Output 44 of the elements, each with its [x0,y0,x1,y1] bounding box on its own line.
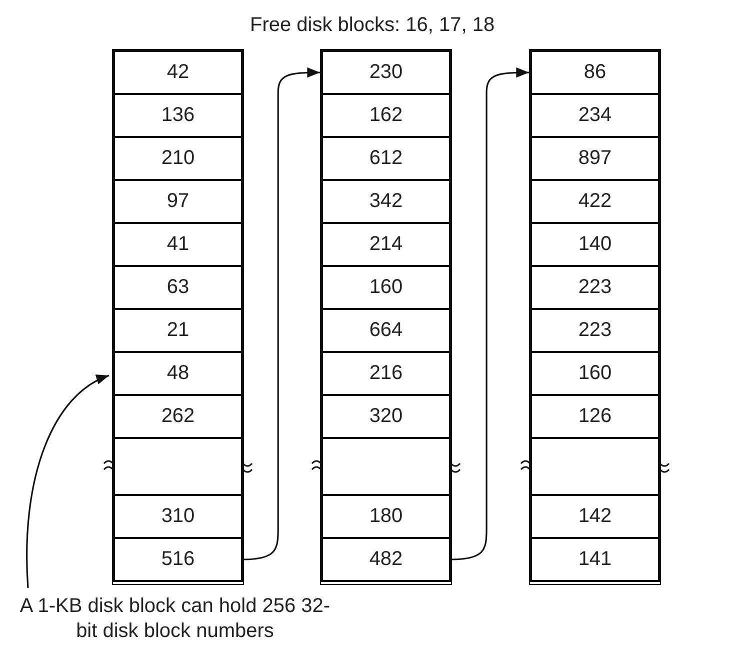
arrow [242,67,320,560]
disk-block-column [113,50,243,584]
omitted-cell [113,437,243,496]
block-number-cell: 21 [113,308,243,353]
block-number-cell: 140 [530,222,660,267]
block-number-cell: 160 [530,351,660,396]
block-number-cell: 48 [113,351,243,396]
block-number-cell: 42 [113,50,243,95]
block-number-cell: 97 [113,179,243,224]
block-number-cell: 342 [321,179,451,224]
arrow [26,374,110,588]
arrow [450,67,529,560]
block-number-cell: 310 [113,494,243,539]
block-number-cell: 86 [530,50,660,95]
disk-block-column [530,50,660,584]
block-number-cell: 160 [321,265,451,310]
block-number-cell: 162 [321,93,451,138]
block-number-cell: 136 [113,93,243,138]
disk-block-column [321,50,451,584]
diagram-title: Free disk blocks: 16, 17, 18 [250,14,495,37]
block-number-cell: 612 [321,136,451,181]
block-number-cell: 141 [530,537,660,582]
block-number-cell: 422 [530,179,660,224]
block-number-cell: 482 [321,537,451,582]
block-number-cell: 230 [321,50,451,95]
block-number-cell: 223 [530,265,660,310]
block-number-cell: 126 [530,394,660,439]
block-number-cell: 234 [530,93,660,138]
block-number-cell: 664 [321,308,451,353]
annotation-text: A 1-KB disk block can hold 256 32-bit disk block numbers [14,594,336,644]
block-number-cell: 320 [321,394,451,439]
omitted-cell [530,437,660,496]
block-number-cell: 897 [530,136,660,181]
block-number-cell: 216 [321,351,451,396]
block-number-cell: 214 [321,222,451,267]
block-number-cell: 41 [113,222,243,267]
omitted-cell [321,437,451,496]
block-number-cell: 262 [113,394,243,439]
block-number-cell: 210 [113,136,243,181]
block-number-cell: 516 [113,537,243,582]
block-number-cell: 180 [321,494,451,539]
block-number-cell: 142 [530,494,660,539]
block-number-cell: 223 [530,308,660,353]
block-number-cell: 63 [113,265,243,310]
